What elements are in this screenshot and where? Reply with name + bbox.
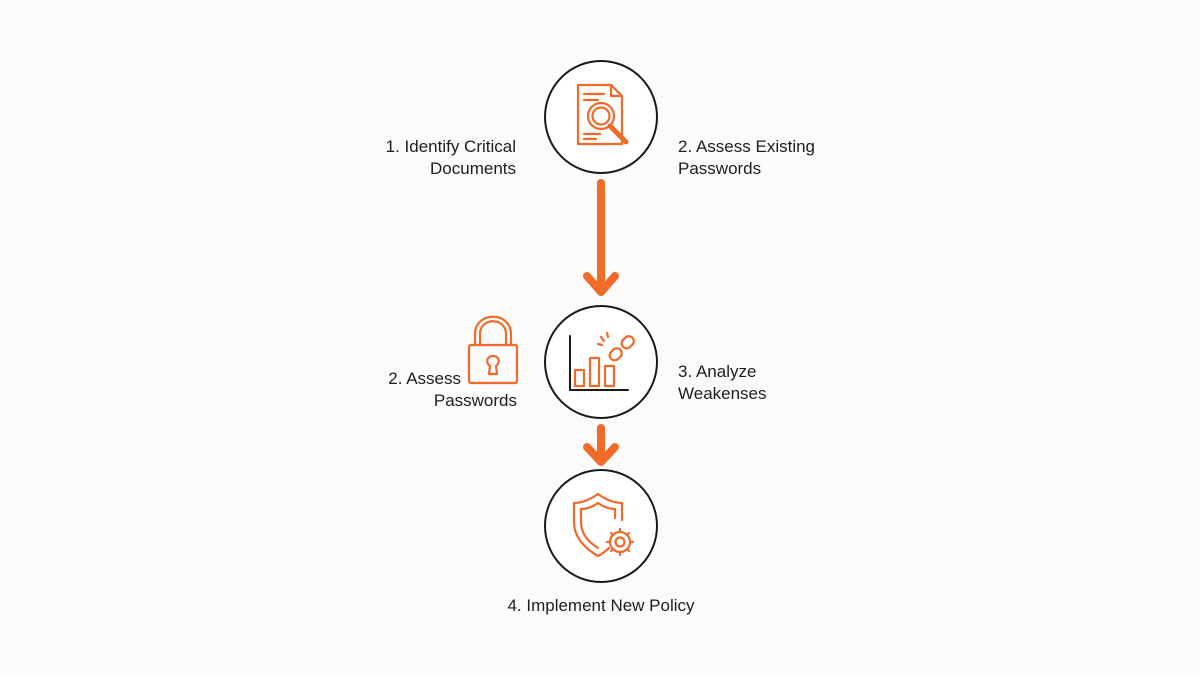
padlock-icon — [467, 315, 519, 385]
step1-left-label-line1: 1. Identify Critical — [385, 137, 516, 156]
document-search-icon — [576, 83, 629, 146]
step1-right-label-line1: 2. Assess Existing — [678, 137, 816, 156]
step1-circle — [544, 60, 658, 174]
step2-left-label-line1: 2. Assess — [388, 369, 461, 388]
chart-axes — [569, 335, 629, 391]
step2-left-label: 2. Assess Passwords — [370, 368, 517, 412]
chart-broken-link-icon — [573, 331, 635, 388]
step1-right-label-line2: Passwords — [678, 159, 762, 178]
step1-right-label: 2. Assess Existing Passwords — [678, 136, 858, 180]
step1-left-label: 1. Identify Critical Documents — [360, 136, 516, 180]
arrow-step2-to-step3 — [583, 424, 619, 466]
step2-right-label-line1: 3. Analyze — [678, 362, 757, 381]
step2-right-label: 3. Analyze Weakenses — [678, 361, 818, 405]
step2-right-label-line2: Weakenses — [678, 384, 767, 403]
arrow-step1-to-step2 — [583, 179, 619, 296]
step3-bottom-label: 4. Implement New Policy — [507, 596, 695, 615]
step2-circle — [544, 305, 658, 419]
step3-circle — [544, 469, 658, 583]
step1-left-label-line2: Documents — [430, 159, 516, 178]
shield-gear-icon — [572, 492, 635, 558]
step2-left-label-line2: Passwords — [433, 391, 517, 410]
